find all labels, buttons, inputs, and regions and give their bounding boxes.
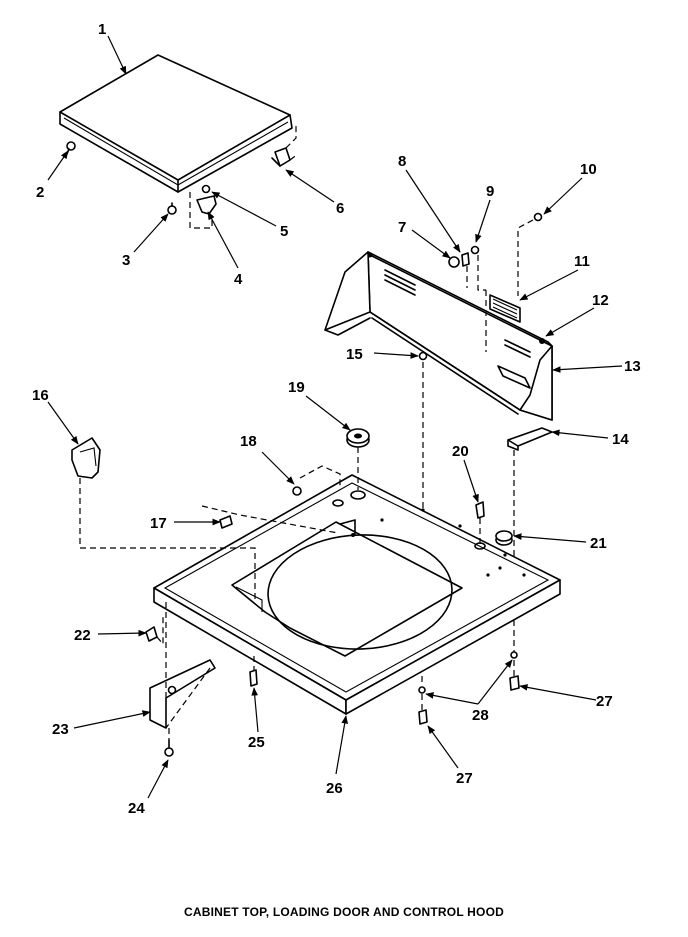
- screw-18: [292, 465, 341, 496]
- diagram-caption: CABINET TOP, LOADING DOOR AND CONTROL HO…: [184, 905, 504, 919]
- hood-fasteners: [418, 212, 545, 361]
- lid-switch-actuator: [71, 437, 256, 600]
- control-hood: [324, 251, 553, 421]
- callout-28: 28: [472, 707, 489, 724]
- clip-22: [145, 615, 164, 646]
- callout-11: 11: [574, 253, 590, 270]
- loading-door: [59, 54, 293, 193]
- callout-1: 1: [98, 21, 106, 38]
- callout-27-bottom: 27: [456, 770, 473, 787]
- door-hinge: [189, 184, 217, 229]
- callout-5: 5: [280, 223, 288, 240]
- callout-26: 26: [326, 780, 343, 797]
- clip-17: [201, 505, 339, 534]
- cabinet-top: [153, 474, 561, 715]
- screw-20: [475, 501, 485, 548]
- callout-19: 19: [288, 379, 305, 396]
- callout-24: 24: [128, 800, 145, 817]
- callout-10: 10: [580, 161, 597, 178]
- callout-14: 14: [612, 431, 629, 448]
- callout-22: 22: [74, 627, 91, 644]
- leader-lines: [47, 35, 623, 799]
- bumper-21: [495, 530, 513, 546]
- callout-23: 23: [52, 721, 69, 738]
- callout-25: 25: [248, 734, 265, 751]
- callout-17: 17: [150, 515, 167, 532]
- bracket-23: [149, 602, 216, 729]
- callout-4: 4: [234, 271, 243, 288]
- screw-25: [249, 656, 258, 687]
- callout-6: 6: [336, 200, 344, 217]
- callout-13: 13: [624, 358, 641, 375]
- callout-9: 9: [486, 183, 494, 200]
- door-screw-2: [66, 141, 76, 155]
- callout-21: 21: [590, 535, 607, 552]
- callout-20: 20: [452, 443, 469, 460]
- hood-vent-panel: [489, 294, 521, 323]
- callout-7: 7: [398, 219, 406, 236]
- callout-18: 18: [240, 433, 257, 450]
- callout-16: 16: [32, 387, 49, 404]
- callout-27-right: 27: [596, 693, 613, 710]
- hood-bracket: [507, 427, 553, 451]
- door-screw-3: [167, 202, 177, 215]
- callout-3: 3: [122, 252, 130, 269]
- screws-27-28: [418, 651, 520, 725]
- callout-15: 15: [346, 346, 363, 363]
- callout-2: 2: [36, 184, 44, 201]
- callout-8: 8: [398, 153, 406, 170]
- grommet-19: [346, 428, 370, 490]
- callout-numbers: 1 2 3 4 5 6 7 8 9 10 11 12 13 14 15 16 1…: [32, 21, 641, 817]
- callout-12: 12: [592, 292, 609, 309]
- screw-24: [164, 728, 174, 757]
- door-hinge-bracket: [271, 125, 299, 167]
